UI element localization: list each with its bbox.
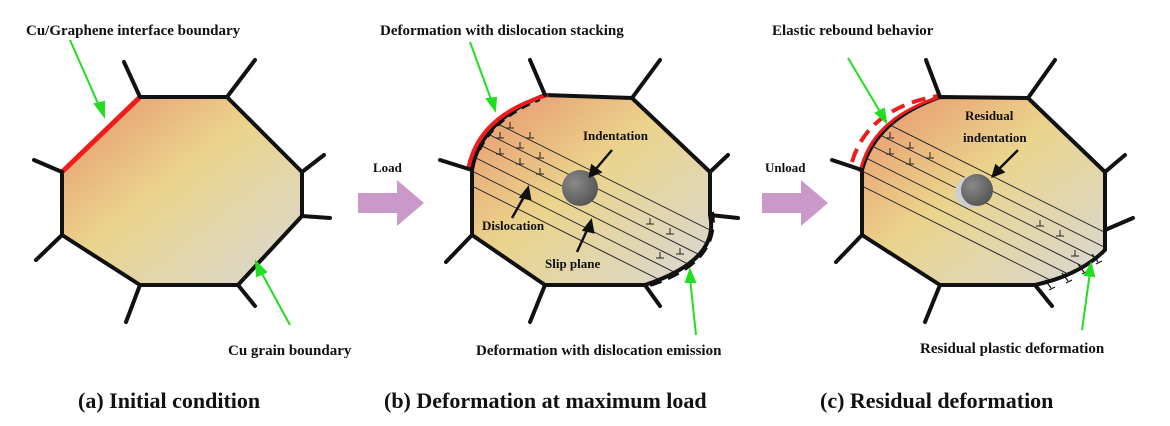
grain-a [60,95,304,287]
panel-a: Cu/Graphene interface boundary Cu grain … [26,23,352,413]
load-arrow: Load [358,160,424,226]
callout-arrows-c [991,149,1019,179]
interface-bulge-b [466,93,549,171]
label-unload: Unload [765,160,806,175]
label-load: Load [373,160,403,175]
label-residual-indentation: indentation [963,130,1027,145]
label-elastic-rebound: Elastic rebound behavior [772,23,934,39]
label-dislocation-stacking: Deformation with dislocation stacking [380,23,624,39]
interface-boundary-a [60,95,142,174]
label-dislocation-emission: Deformation with dislocation emission [476,343,722,359]
label-interface-boundary: Cu/Graphene interface boundary [26,23,241,39]
unload-arrow: Unload [762,160,828,226]
indenter-b [562,170,598,206]
residual-plastic-ticks [1044,253,1103,291]
label-dislocation: Dislocation [482,218,545,233]
leader-lines-c [847,57,1096,331]
caption-b: (b) Deformation at maximum load [384,388,707,413]
label-slip-plane: Slip plane [545,256,601,271]
caption-a: (a) Initial condition [78,388,260,413]
indenter-c [961,174,993,206]
leader-lines-a [69,39,291,326]
elastic-rebound-boundary [858,95,941,173]
panel-b: Deformation with dislocation stacking In… [380,23,740,413]
grain-boundary-spokes-b [438,58,740,324]
label-indentation-b: Indentation [583,128,649,143]
label-residual-plastic: Residual plastic deformation [920,341,1105,357]
leader-lines-b [469,41,697,336]
callout-arrows-b [510,149,613,253]
panel-c: Elastic rebound behavior Residual indent… [772,23,1135,413]
grain-boundary-spokes-c [830,58,1135,324]
label-cu-grain-boundary: Cu grain boundary [228,343,352,359]
caption-c: (c) Residual deformation [820,388,1053,413]
grain-boundary-spokes-a [32,58,332,324]
label-residual: Residual [965,108,1014,123]
